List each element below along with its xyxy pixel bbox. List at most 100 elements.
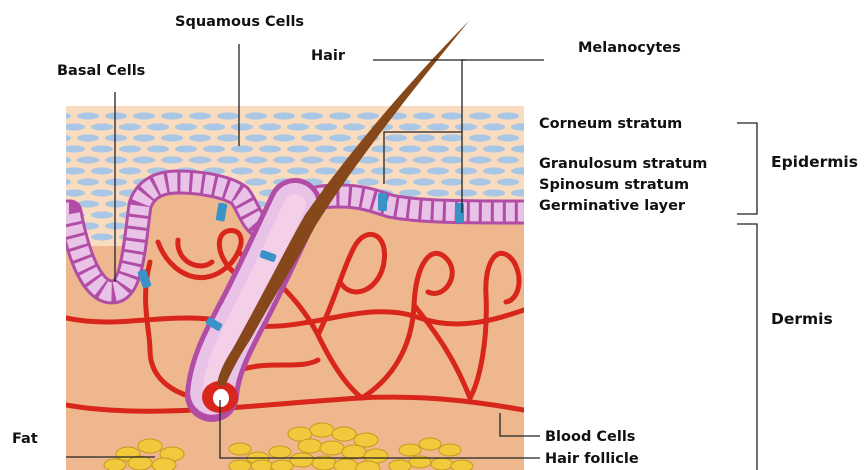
squamous-cell: [161, 156, 183, 163]
squamous-cell: [273, 112, 295, 119]
squamous-cell: [287, 123, 309, 130]
squamous-cell: [105, 112, 127, 119]
squamous-cell: [119, 167, 141, 174]
squamous-cell: [511, 123, 533, 130]
squamous-cell: [49, 134, 71, 141]
squamous-cell: [483, 167, 505, 174]
squamous-cell: [441, 178, 463, 185]
squamous-cell: [301, 156, 323, 163]
squamous-cell: [49, 112, 71, 119]
squamous-cell: [511, 189, 533, 196]
label-melanocytes: Melanocytes: [578, 40, 681, 56]
squamous-cell: [161, 134, 183, 141]
squamous-cell: [77, 156, 99, 163]
squamous-cell: [399, 167, 421, 174]
squamous-cell: [315, 123, 337, 130]
squamous-cell: [497, 178, 519, 185]
squamous-cell: [315, 167, 337, 174]
squamous-cell: [385, 178, 407, 185]
squamous-cell: [315, 145, 337, 152]
squamous-cell: [455, 189, 477, 196]
squamous-cell: [133, 112, 155, 119]
squamous-cell: [259, 123, 281, 130]
label-germinative-layer: Germinative layer: [539, 198, 686, 214]
squamous-cell: [63, 123, 85, 130]
squamous-cell: [133, 156, 155, 163]
squamous-cell: [259, 167, 281, 174]
label-dermis: Dermis: [771, 310, 833, 328]
squamous-cell: [231, 145, 253, 152]
squamous-cell: [147, 145, 169, 152]
squamous-cell: [455, 123, 477, 130]
squamous-cell: [63, 189, 85, 196]
squamous-cell: [469, 178, 491, 185]
label-fat: Fat: [12, 431, 38, 447]
squamous-cell: [161, 112, 183, 119]
squamous-cell: [371, 145, 393, 152]
squamous-cell: [91, 167, 113, 174]
squamous-cell: [399, 123, 421, 130]
squamous-cell: [203, 145, 225, 152]
squamous-cell: [231, 167, 253, 174]
squamous-cell: [133, 134, 155, 141]
squamous-cell: [413, 134, 435, 141]
label-granulosum-stratum: Granulosum stratum: [539, 156, 707, 172]
squamous-cell: [105, 178, 127, 185]
label-spinosum-stratum: Spinosum stratum: [539, 177, 689, 193]
squamous-cell: [497, 156, 519, 163]
label-hair: Hair: [311, 48, 346, 64]
label-squamous-cells: Squamous Cells: [175, 14, 304, 30]
squamous-cell: [497, 134, 519, 141]
squamous-cell: [483, 145, 505, 152]
squamous-cell: [301, 112, 323, 119]
squamous-cell: [371, 167, 393, 174]
squamous-cell: [385, 134, 407, 141]
squamous-cell: [511, 145, 533, 152]
squamous-cell: [483, 189, 505, 196]
hair-papilla: [213, 389, 229, 407]
squamous-cell: [413, 156, 435, 163]
squamous-cell: [399, 145, 421, 152]
squamous-cell: [273, 156, 295, 163]
label-corneum-stratum: Corneum stratum: [539, 116, 682, 132]
squamous-cell: [413, 178, 435, 185]
squamous-cell: [91, 145, 113, 152]
squamous-cell: [189, 156, 211, 163]
squamous-cell: [469, 112, 491, 119]
squamous-cell: [119, 123, 141, 130]
squamous-cell: [91, 189, 113, 196]
squamous-cell: [287, 145, 309, 152]
squamous-cell: [77, 112, 99, 119]
squamous-cell: [441, 156, 463, 163]
squamous-cell: [343, 123, 365, 130]
squamous-cell: [427, 145, 449, 152]
squamous-cell: [175, 145, 197, 152]
squamous-cell: [63, 145, 85, 152]
squamous-cell: [203, 123, 225, 130]
squamous-cell: [301, 134, 323, 141]
squamous-cell: [105, 200, 127, 207]
squamous-cell: [273, 134, 295, 141]
squamous-cell: [385, 156, 407, 163]
squamous-cell: [455, 145, 477, 152]
squamous-cell: [245, 112, 267, 119]
squamous-cell: [497, 112, 519, 119]
squamous-cell: [189, 134, 211, 141]
squamous-cell: [119, 145, 141, 152]
squamous-cell: [259, 145, 281, 152]
squamous-cell: [63, 167, 85, 174]
squamous-cell: [189, 112, 211, 119]
squamous-cell: [217, 134, 239, 141]
squamous-cell: [91, 123, 113, 130]
squamous-cell: [77, 178, 99, 185]
squamous-cell: [91, 211, 113, 218]
squamous-cell: [511, 167, 533, 174]
squamous-cell: [147, 123, 169, 130]
squamous-cell: [329, 112, 351, 119]
squamous-cell: [217, 156, 239, 163]
label-basal-cells: Basal Cells: [57, 63, 145, 79]
squamous-cell: [357, 178, 379, 185]
squamous-cell: [245, 156, 267, 163]
squamous-cell: [357, 112, 379, 119]
